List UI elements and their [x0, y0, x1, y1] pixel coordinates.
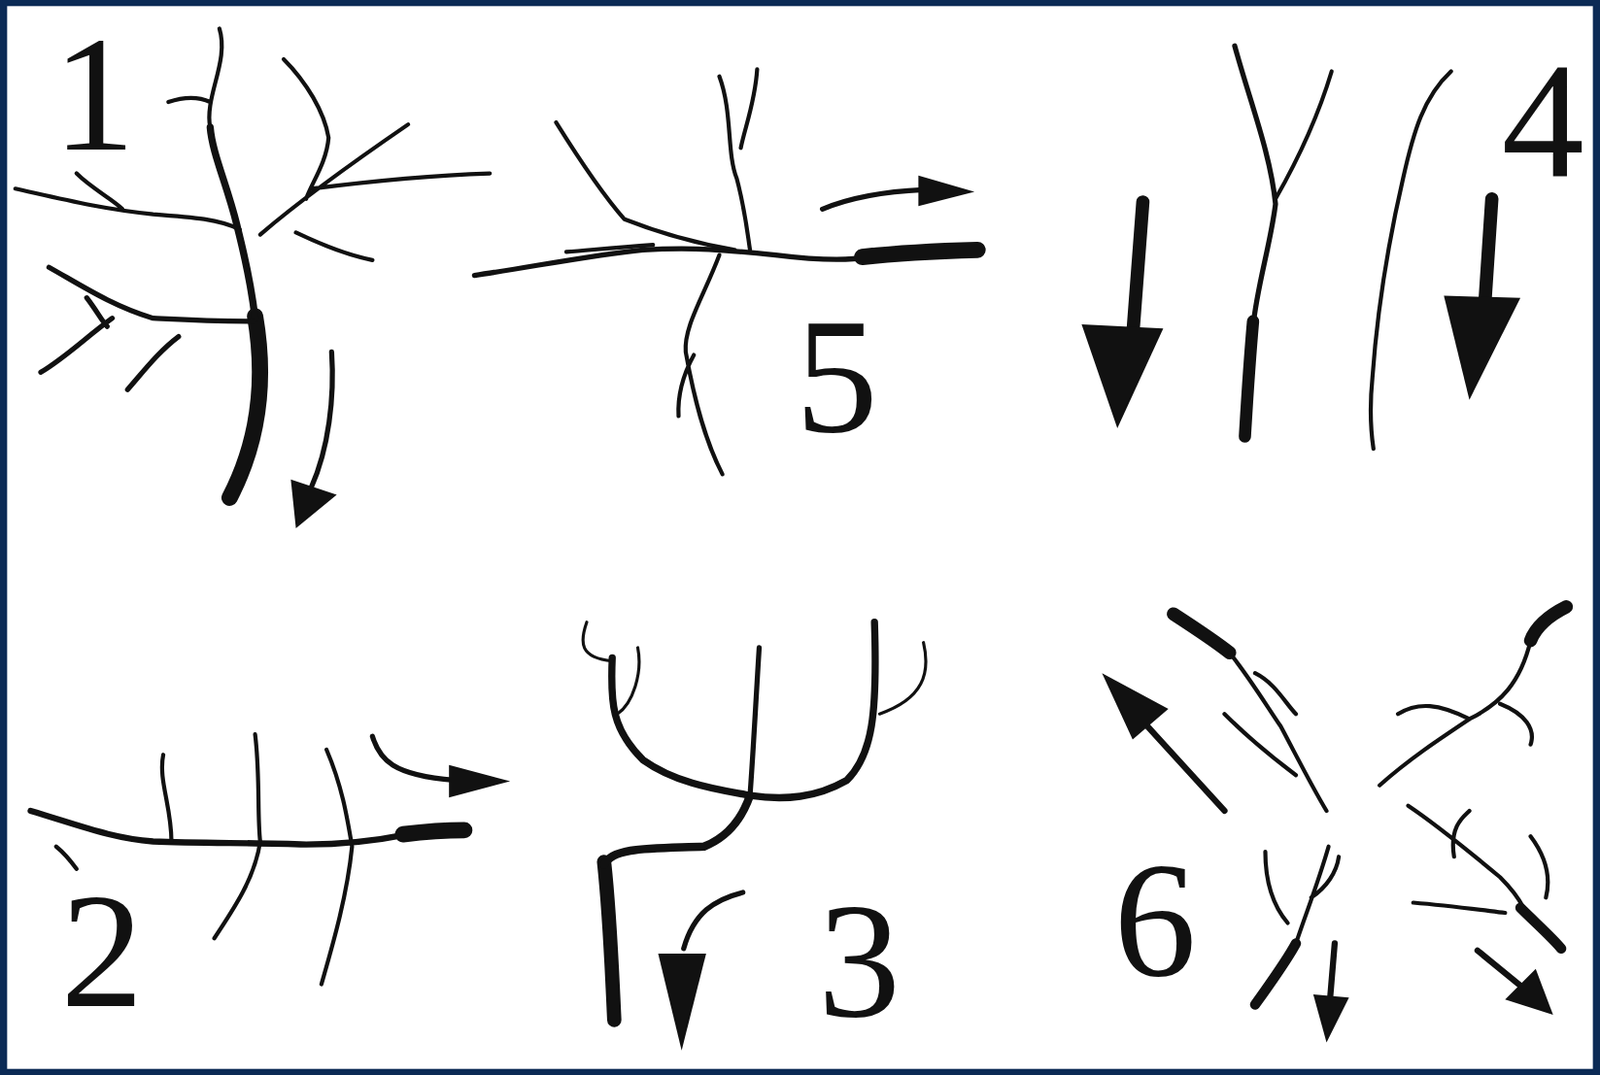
pinnate-pattern-stream [372, 736, 454, 781]
trellis-pattern-stream [474, 248, 867, 276]
flow-arrowhead [1101, 673, 1168, 740]
flow-arrowhead [290, 479, 337, 529]
dendritic-branch-pattern-stream [683, 892, 744, 950]
parallel-pattern-stream [1275, 71, 1332, 200]
radial-pattern-stream [1520, 908, 1562, 950]
dendritic-branch-pattern-stream [604, 861, 615, 1021]
parallel-pattern-stream [1370, 71, 1452, 450]
radial-pattern-stream [1408, 806, 1549, 914]
parallel-pattern-stream [1244, 321, 1253, 438]
dendritic-pattern-stream [260, 59, 490, 236]
radial-pattern-stream [1531, 607, 1567, 642]
dendritic-pattern-stream [15, 173, 240, 231]
radial-pattern-stream [1255, 944, 1296, 1006]
radial-pattern-stream [1224, 652, 1327, 812]
dendritic-branch-pattern [582, 622, 926, 1052]
callout-number: 6 [1114, 837, 1197, 1003]
flow-arrowhead [1504, 969, 1553, 1016]
dendritic-pattern-stream [40, 267, 253, 390]
dendritic-branch-pattern-stream [582, 622, 926, 715]
dendritic-branch-pattern-stream [749, 647, 759, 796]
trellis-pattern-stream [822, 189, 924, 209]
flow-arrowhead [1313, 994, 1350, 1043]
radial-pattern-stream [1477, 951, 1523, 988]
dendritic-branch-pattern-stream [612, 622, 876, 799]
dendritic-pattern-stream [168, 28, 222, 128]
parallel-pattern [1081, 45, 1521, 449]
radial-pattern-stream [1379, 641, 1532, 786]
parallel-pattern-stream [1484, 199, 1492, 307]
parallel-pattern-stream [1132, 202, 1144, 338]
radial-pattern-stream [1264, 847, 1339, 945]
radial-pattern [1101, 607, 1566, 1043]
trellis-pattern-stream [555, 68, 757, 252]
callout-number: 4 [1501, 37, 1585, 204]
dendritic-pattern-stream [229, 316, 260, 499]
radial-pattern-stream [1140, 718, 1225, 812]
dendritic-pattern-stream [296, 232, 374, 260]
flow-arrowhead [1081, 324, 1163, 429]
callout-number: 1 [52, 11, 136, 177]
dendritic-pattern-stream [310, 351, 333, 488]
flow-arrowhead [448, 765, 511, 799]
callout-number: 5 [795, 293, 879, 459]
radial-pattern-stream [1173, 613, 1230, 653]
radial-pattern-stream [1329, 944, 1335, 1006]
parallel-pattern-stream [1234, 45, 1276, 327]
flow-arrowhead [657, 953, 706, 1052]
flow-arrowhead [1443, 296, 1521, 401]
callout-number: 2 [61, 868, 144, 1034]
callout-number: 3 [817, 878, 901, 1044]
pinnate-pattern-stream [403, 830, 465, 835]
trellis-pattern [474, 68, 978, 475]
trellis-pattern-stream [678, 255, 722, 476]
flow-arrowhead [918, 175, 975, 207]
dendritic-branch-pattern-stream [604, 795, 750, 865]
trellis-pattern-stream [862, 249, 979, 257]
